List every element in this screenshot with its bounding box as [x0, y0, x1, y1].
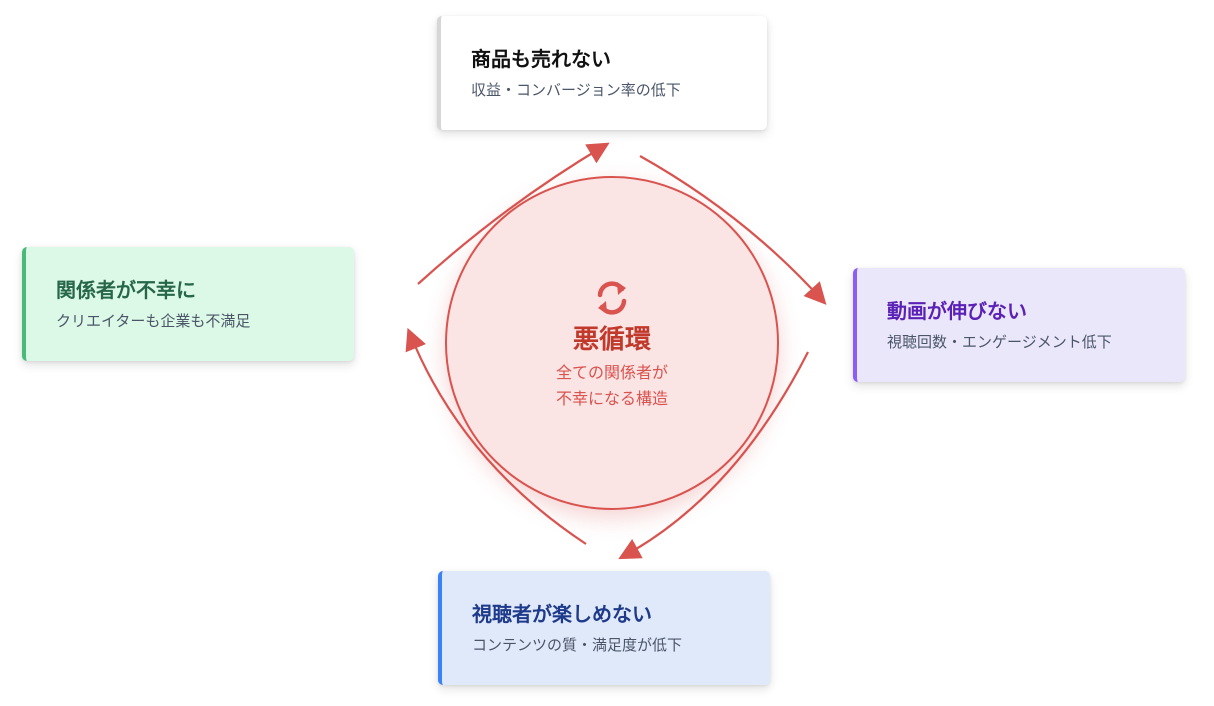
node-subtitle: コンテンツの質・満足度が低下: [472, 636, 683, 654]
center-subtitle-line2: 不幸になる構造: [555, 389, 668, 408]
node-title: 動画が伸びない: [887, 299, 1027, 323]
node-title: 商品も売れない: [471, 47, 611, 71]
node-title: 視聴者が楽しめない: [472, 602, 652, 626]
node-card-stakeholders: 関係者が不幸に クリエイターも企業も不満足: [22, 247, 354, 361]
center-subtitle-line1: 全ての関係者が: [555, 363, 668, 382]
node-subtitle: クリエイターも企業も不満足: [56, 312, 251, 330]
arrow-bottom-to-left: [405, 327, 587, 545]
node-card-viewer-enjoyment: 視聴者が楽しめない コンテンツの質・満足度が低下: [438, 571, 770, 685]
node-subtitle: 収益・コンバージョン率の低下: [471, 81, 681, 99]
node-card-video-growth: 動画が伸びない 視聴回数・エンゲージメント低下: [853, 268, 1185, 382]
node-title: 関係者が不幸に: [56, 278, 196, 302]
node-card-sales: 商品も売れない 収益・コンバージョン率の低下: [437, 16, 767, 130]
center-title: 悪循環: [572, 325, 651, 355]
arrow-top-to-right: [639, 155, 827, 305]
cycle-arrows-icon: [597, 281, 627, 315]
arrow-left-to-top: [417, 142, 610, 285]
vicious-cycle-center: 悪循環 全ての関係者が 不幸になる構造: [445, 176, 779, 510]
arrow-right-to-bottom: [618, 351, 809, 560]
node-subtitle: 視聴回数・エンゲージメント低下: [887, 333, 1112, 351]
